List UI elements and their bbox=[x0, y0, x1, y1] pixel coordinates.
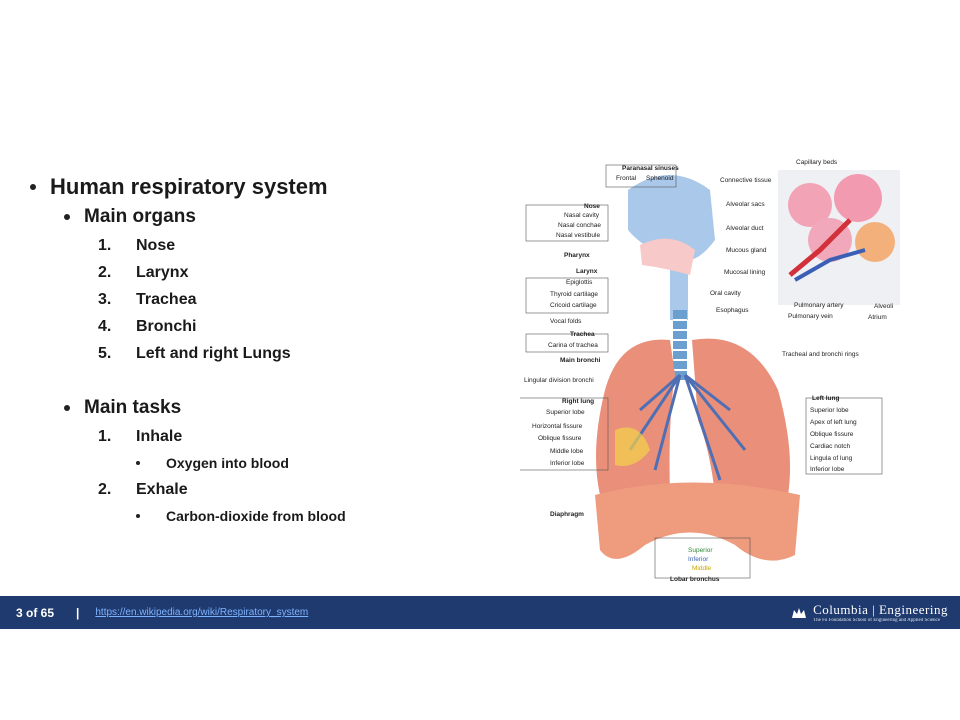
bullet-icon bbox=[64, 405, 70, 411]
footer-bar: 3 of 65 | https://en.wikipedia.org/wiki/… bbox=[0, 596, 960, 629]
label-capillary-beds: Capillary beds bbox=[796, 159, 838, 166]
brand-name: Columbia | Engineering bbox=[813, 602, 948, 617]
organ-item: 2.Larynx bbox=[98, 263, 189, 281]
label-l-inferior-lobe: Inferior lobe bbox=[810, 466, 845, 473]
label-nasal-cavity: Nasal cavity bbox=[564, 212, 600, 219]
label-mucous-gland: Mucous gland bbox=[726, 247, 767, 254]
label-alveoli: Alveoli bbox=[874, 303, 893, 310]
label-pulmonary-artery: Pulmonary artery bbox=[794, 302, 844, 309]
respiratory-diagram: Paranasal sinuses Frontal Sphenoid Nose … bbox=[520, 159, 900, 583]
brand-subtitle: The Fu Foundation School of Engineering … bbox=[813, 618, 940, 623]
task-item: 1.Inhale bbox=[98, 427, 183, 445]
label-lobar-superior: Superior bbox=[688, 547, 713, 554]
organ-item: 4.Bronchi bbox=[98, 317, 197, 335]
oral-cavity-shape bbox=[640, 238, 695, 275]
label-cardiac-notch: Cardiac notch bbox=[810, 443, 850, 450]
label-oral-cavity: Oral cavity bbox=[710, 290, 741, 297]
label-vocal-folds: Vocal folds bbox=[550, 318, 582, 325]
label-esophagus: Esophagus bbox=[716, 307, 749, 314]
trachea-shape bbox=[673, 310, 687, 380]
label-right-lung: Right lung bbox=[562, 398, 594, 405]
middle-lobe-shape bbox=[615, 427, 650, 466]
task-detail: Oxygen into blood bbox=[136, 450, 450, 476]
label-alveolar-duct: Alveolar duct bbox=[726, 225, 764, 232]
label-nasal-vestibule: Nasal vestibule bbox=[556, 232, 600, 239]
task-detail: Carbon-dioxide from blood bbox=[136, 503, 450, 529]
label-mucosal-lining: Mucosal lining bbox=[724, 269, 766, 276]
label-diaphragm: Diaphragm bbox=[550, 511, 584, 518]
label-lobar-middle: Middle bbox=[692, 565, 712, 572]
task-item: 2.Exhale bbox=[98, 480, 188, 498]
label-larynx: Larynx bbox=[576, 268, 598, 275]
page-counter: 3 of 65 bbox=[16, 605, 55, 620]
left-lung-shape bbox=[692, 338, 791, 495]
diaphragm-shape bbox=[595, 482, 800, 561]
label-horizontal-fissure: Horizontal fissure bbox=[532, 423, 583, 430]
label-middle-lobe: Middle lobe bbox=[550, 448, 584, 455]
label-left-lung: Left lung bbox=[812, 395, 839, 402]
label-tracheal-rings: Tracheal and bronchi rings bbox=[782, 351, 859, 358]
organ-item: 3.Trachea bbox=[98, 290, 197, 308]
label-pharynx: Pharynx bbox=[564, 252, 590, 259]
bronchi-shape bbox=[628, 373, 747, 481]
label-inferior-lobe: Inferior lobe bbox=[550, 460, 585, 467]
organ-item: 1.Nose bbox=[98, 236, 176, 254]
tracheal-rings bbox=[673, 319, 687, 371]
label-nose: Nose bbox=[584, 203, 600, 210]
source-link[interactable]: https://en.wikipedia.org/wiki/Respirator… bbox=[95, 607, 309, 618]
label-cricoid-cartilage: Cricoid cartilage bbox=[550, 302, 597, 309]
bullet-icon bbox=[64, 214, 70, 220]
label-pulmonary-vein: Pulmonary vein bbox=[788, 313, 833, 320]
alveolar-sac bbox=[788, 183, 832, 227]
bullet-icon bbox=[30, 184, 36, 190]
label-oblique-fissure: Oblique fissure bbox=[538, 435, 582, 442]
label-trachea: Trachea bbox=[570, 331, 595, 338]
pulmonary-artery-shape bbox=[788, 218, 852, 277]
label-l-oblique-fissure: Oblique fissure bbox=[810, 431, 854, 438]
label-connective-tissue: Connective tissue bbox=[720, 177, 772, 184]
alveolar-sac bbox=[855, 222, 895, 262]
label-l-superior-lobe: Superior lobe bbox=[810, 407, 849, 414]
bullet-icon bbox=[136, 514, 140, 518]
label-main-bronchi: Main bronchi bbox=[560, 357, 601, 364]
outline-title: Human respiratory system bbox=[30, 172, 450, 202]
crown-icon bbox=[792, 607, 807, 618]
label-apex: Apex of left lung bbox=[810, 419, 857, 426]
organ-item: 5.Left and right Lungs bbox=[98, 344, 291, 362]
label-sphenoid: Sphenoid bbox=[646, 175, 674, 182]
columbia-logo: Columbia | Engineering The Fu Foundation… bbox=[791, 602, 948, 623]
callout-lines bbox=[520, 164, 883, 579]
label-lobar-bronchus: Lobar bronchus bbox=[670, 576, 720, 583]
label-nasal-conchae: Nasal conchae bbox=[558, 222, 601, 229]
outline: Human respiratory system Main organs 1.N… bbox=[30, 172, 450, 529]
pulmonary-vein-shape bbox=[794, 248, 866, 282]
alveolar-sac bbox=[834, 174, 882, 222]
label-lobar-inferior: Inferior bbox=[688, 556, 709, 563]
tasks-heading: Main tasks bbox=[64, 393, 450, 423]
label-alveolar-sacs: Alveolar sacs bbox=[726, 201, 765, 208]
label-superior-lobe: Superior lobe bbox=[546, 409, 585, 416]
label-frontal: Frontal bbox=[616, 175, 637, 182]
label-lingular-division: Lingular division bronchi bbox=[524, 377, 594, 384]
label-atrium: Atrium bbox=[868, 314, 887, 321]
label-paranasal-sinuses: Paranasal sinuses bbox=[622, 165, 679, 172]
label-epiglottis: Epiglottis bbox=[566, 279, 593, 286]
label-carina: Carina of trachea bbox=[548, 342, 598, 349]
label-lingula: Lingula of lung bbox=[810, 455, 853, 462]
bullet-icon bbox=[136, 461, 140, 465]
organs-heading: Main organs bbox=[64, 202, 450, 232]
footer-separator: | bbox=[76, 605, 80, 620]
label-thyroid-cartilage: Thyroid cartilage bbox=[550, 291, 598, 298]
